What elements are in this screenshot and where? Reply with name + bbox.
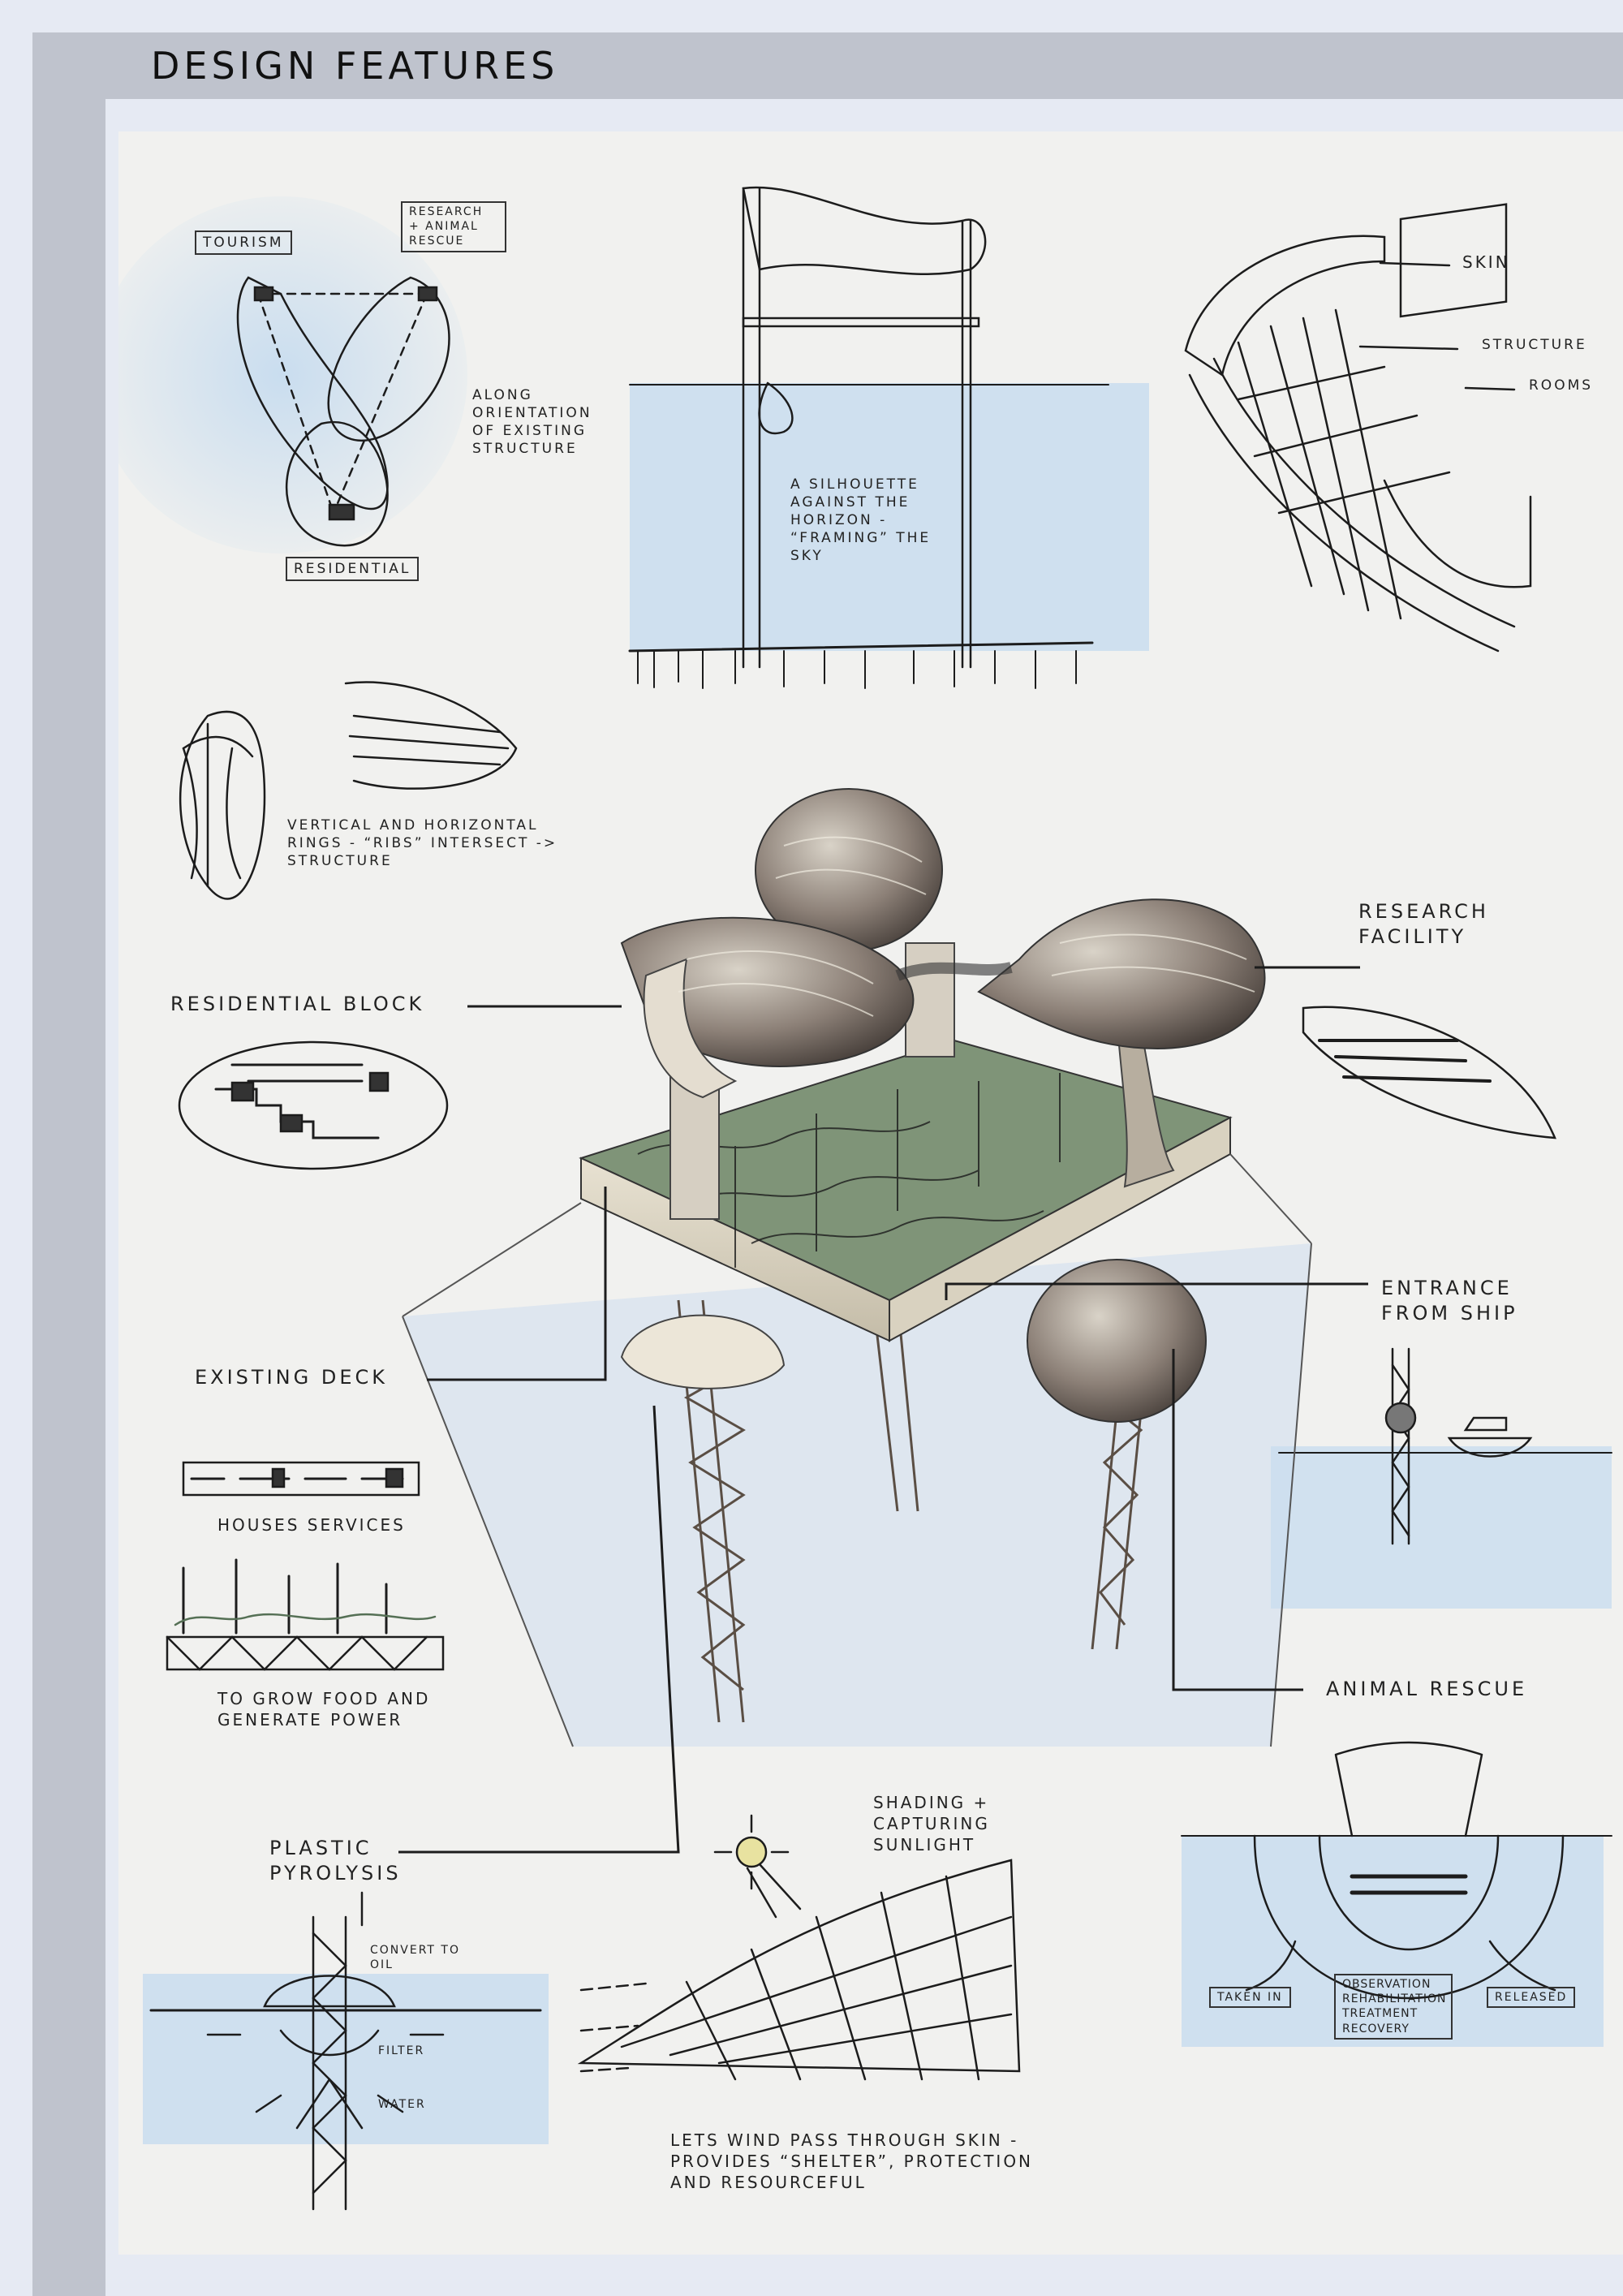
label-animal-rescue: ANIMAL RESCUE (1326, 1678, 1528, 1700)
label-silhouette: A SILHOUETTE AGAINST THE HORIZON - “FRAM… (790, 476, 932, 565)
label-research-animal-rescue: RESEARCH + ANIMAL RESCUE (401, 201, 506, 252)
label-wind: LETS WIND PASS THROUGH SKIN - PROVIDES “… (670, 2130, 1034, 2192)
wash-ship (1271, 1446, 1612, 1609)
label-along-orientation: ALONG ORIENTATION OF EXISTING STRUCTURE (472, 387, 592, 458)
label-taken-in: TAKEN IN (1209, 1987, 1291, 2009)
label-residential-block: RESIDENTIAL BLOCK (170, 993, 425, 1015)
wind-skin-sketch (577, 1814, 1021, 2081)
label-plastic-pyrolysis: PLASTIC PYROLYSIS (269, 1837, 402, 1885)
label-skin: SKIN (1462, 252, 1510, 272)
services-strip-sketch (182, 1461, 420, 1497)
label-residential: RESIDENTIAL (286, 557, 420, 582)
research-section-sketch (1302, 1006, 1556, 1139)
food-power-sketch (166, 1558, 445, 1671)
silhouette-sketch (628, 186, 1109, 689)
label-structure: STRUCTURE (1482, 337, 1587, 353)
label-rings: VERTICAL AND HORIZONTAL RINGS - “RIBS” I… (287, 817, 558, 870)
pyrolysis-sketch (149, 1891, 542, 2211)
drawing-sheet: TOURISM RESEARCH + ANIMAL RESCUE RESIDEN… (118, 131, 1623, 2255)
label-shading: SHADING + CAPTURING SUNLIGHT (873, 1793, 990, 1854)
ship-sketch (1278, 1347, 1612, 1545)
sketch-layer (118, 186, 1612, 2211)
main-structure-render (402, 788, 1312, 1747)
label-research-facility: RESEARCH FACILITY (1358, 900, 1489, 949)
label-entrance-from-ship: ENTRANCE FROM SHIP (1381, 1277, 1518, 1325)
label-observation: OBSERVATION REHABILITATION TREATMENT REC… (1334, 1974, 1453, 2040)
header-bar (32, 32, 1623, 99)
page-title: DESIGN FEATURES (151, 44, 559, 88)
label-water: WATER (378, 2098, 426, 2111)
leader-lines (398, 966, 1368, 1854)
label-houses-services: HOUSES SERVICES (217, 1515, 406, 1535)
label-released: RELEASED (1487, 1987, 1576, 2009)
plan-sketch (236, 276, 450, 547)
wash-silhouette (630, 383, 1149, 651)
label-existing-deck: EXISTING DECK (195, 1366, 388, 1389)
label-tourism: TOURISM (195, 230, 292, 256)
left-frame-bar (32, 32, 105, 2296)
wash-rescue (1182, 1836, 1604, 2047)
label-grow-food: TO GROW FOOD AND GENERATE POWER (217, 1689, 431, 1730)
skin-sketch (1184, 203, 1532, 653)
label-convert-to-oil: CONVERT TO OIL (370, 1944, 460, 1972)
label-rooms: ROOMS (1529, 377, 1594, 394)
rescue-section-sketch (1181, 1741, 1612, 2000)
rings-sketch (179, 681, 518, 900)
residential-section-sketch (178, 1040, 449, 1170)
label-filter: FILTER (378, 2044, 425, 2057)
wash-plan (118, 196, 467, 554)
